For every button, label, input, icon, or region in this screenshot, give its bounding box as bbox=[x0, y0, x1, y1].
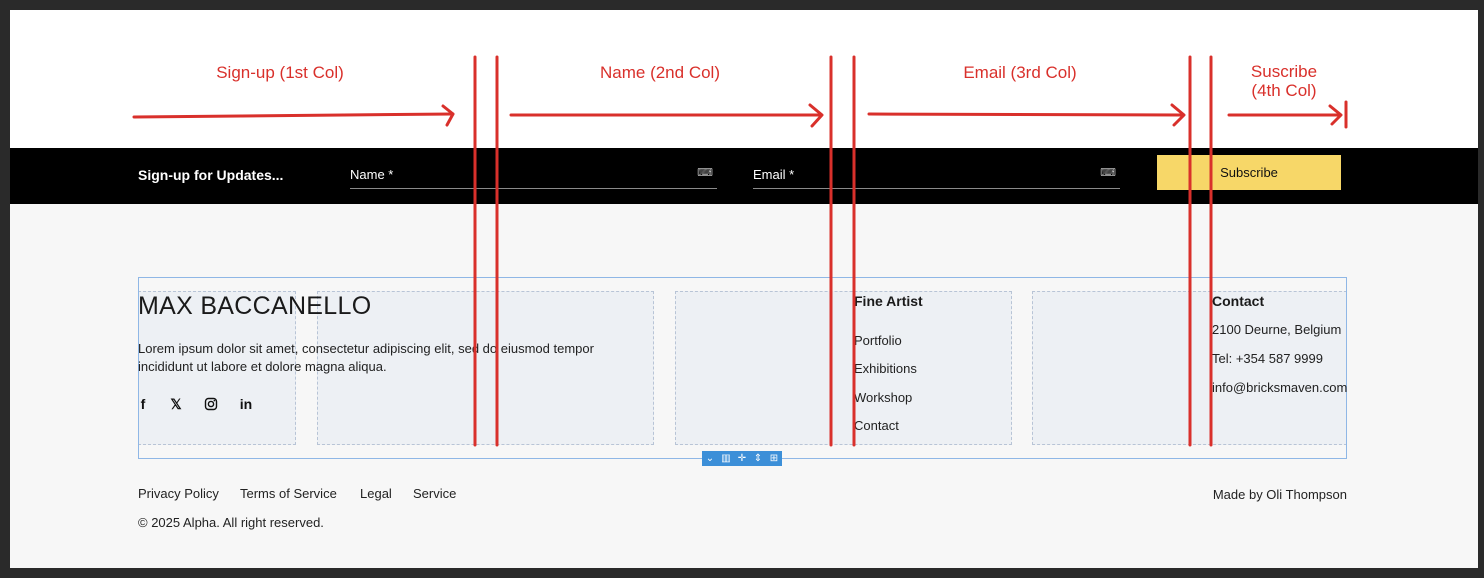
fine-artist-heading: Fine Artist bbox=[854, 293, 923, 309]
columns-icon[interactable]: ▥ bbox=[721, 453, 731, 464]
align-icon[interactable]: ⇕ bbox=[753, 453, 763, 464]
privacy-policy-link[interactable]: Privacy Policy bbox=[138, 486, 219, 501]
annotation-col4-line1: Suscribe bbox=[1250, 62, 1318, 81]
annotation-col3: Email (3rd Col) bbox=[963, 63, 1077, 82]
signup-title: Sign-up for Updates... bbox=[138, 167, 284, 183]
footer-link-workshop[interactable]: Workshop bbox=[854, 390, 913, 405]
contact-email[interactable]: info@bricksmaven.com bbox=[1212, 380, 1348, 395]
linkedin-icon[interactable]: in bbox=[239, 396, 253, 412]
x-icon[interactable]: 𝕏 bbox=[170, 395, 182, 412]
contact-heading: Contact bbox=[1212, 293, 1265, 309]
page-frame: Sign-up (1st Col) Name (2nd Col) Email (… bbox=[10, 10, 1478, 568]
copyright-text: © 2025 Alpha. All right reserved. bbox=[138, 515, 324, 530]
grid-column bbox=[675, 291, 1012, 445]
email-field-label: Email * bbox=[753, 167, 795, 182]
chevron-down-icon[interactable]: ⌄ bbox=[705, 453, 715, 464]
email-field[interactable]: Email * ⌨ bbox=[753, 158, 1120, 189]
contact-address: 2100 Deurne, Belgium bbox=[1212, 322, 1342, 337]
builder-toolbar[interactable]: ⌄ ▥ ✛ ⇕ ⊞ bbox=[702, 451, 782, 466]
footer-link-contact[interactable]: Contact bbox=[854, 418, 899, 433]
made-by-credit: Made by Oli Thompson bbox=[1212, 487, 1347, 502]
annotation-col4: Suscribe (4th Col) bbox=[1224, 62, 1344, 100]
annotation-col1: Sign-up (1st Col) bbox=[216, 63, 344, 82]
footer-link-portfolio[interactable]: Portfolio bbox=[854, 333, 902, 348]
name-field-label: Name * bbox=[350, 167, 394, 182]
brand-name: MAX BACCANELLO bbox=[138, 292, 372, 320]
autofill-icon: ⌨ bbox=[1100, 167, 1116, 179]
instagram-icon[interactable] bbox=[202, 395, 220, 413]
terms-of-service-link[interactable]: Terms of Service bbox=[240, 486, 337, 501]
move-icon[interactable]: ✛ bbox=[737, 453, 747, 464]
legal-link[interactable]: Legal bbox=[360, 486, 392, 501]
grid-icon[interactable]: ⊞ bbox=[769, 453, 779, 464]
autofill-icon: ⌨ bbox=[697, 167, 713, 179]
footer-description: Lorem ipsum dolor sit amet, consectetur … bbox=[138, 341, 594, 374]
subscribe-button[interactable]: Subscribe bbox=[1157, 155, 1341, 190]
facebook-icon[interactable]: f bbox=[140, 396, 146, 412]
annotation-area bbox=[10, 10, 1478, 148]
annotation-col2: Name (2nd Col) bbox=[600, 63, 720, 82]
grid-column bbox=[317, 291, 654, 445]
service-link[interactable]: Service bbox=[413, 486, 457, 501]
annotation-col4-line2: (4th Col) bbox=[1251, 81, 1317, 100]
footer-link-exhibitions[interactable]: Exhibitions bbox=[854, 361, 917, 376]
contact-phone[interactable]: Tel: +354 587 9999 bbox=[1212, 351, 1323, 366]
name-field[interactable]: Name * ⌨ bbox=[350, 158, 717, 189]
